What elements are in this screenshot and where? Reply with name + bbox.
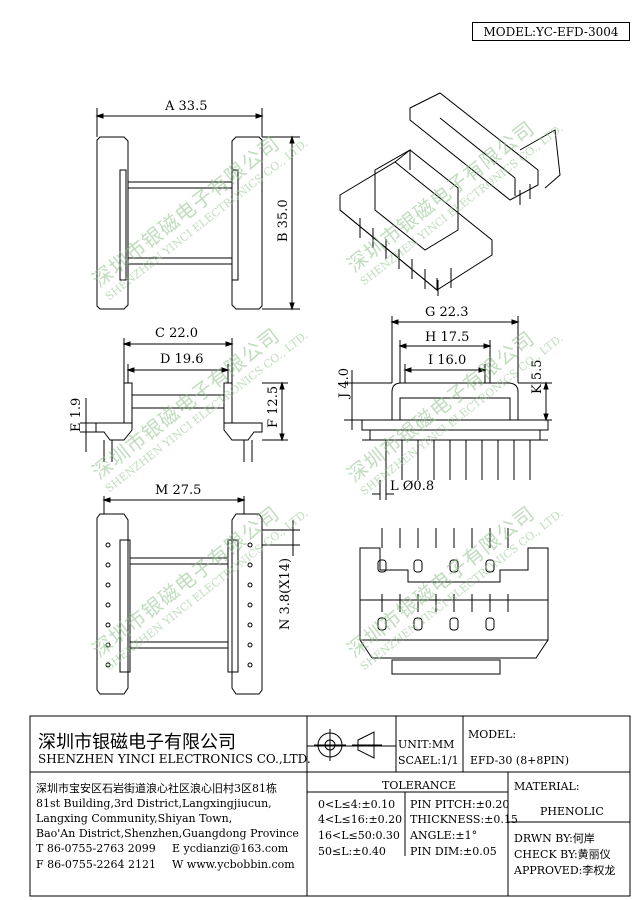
address-en-1: 81st Building,3rd District,Langxingjiucu… [36, 797, 272, 810]
address-en-2: Langxing Community,Shiyan Town, [36, 812, 233, 825]
dim-n: N 3.8(X14) [278, 558, 293, 630]
email: E ycdianzi@163.com [172, 842, 289, 855]
dim-a: A 33.5 [164, 99, 207, 114]
bottom-isometric-view [359, 528, 549, 675]
model-value: EFD-30 (8+8PIN) [470, 754, 570, 767]
model-heading: MODEL: [468, 728, 517, 741]
title-block-frame [29, 715, 631, 897]
material-value: PHENOLIC [540, 805, 604, 818]
check-by: CHECK BY:黄丽仪 [514, 848, 611, 861]
front-view: C 22.0 D 19.6 E 1.9 F 12.5 [69, 326, 288, 462]
pin-dim: PIN DIM:±0.05 [410, 845, 497, 858]
address-cn: 深圳市宝安区石岩街道浪心社区浪心旧村3区81栋 [36, 782, 277, 795]
material-heading: MATERIAL: [514, 780, 580, 793]
scale: SCAEL:1/1 [398, 754, 459, 767]
approved-by: APPROVED:李权龙 [514, 864, 616, 877]
tel: T 86-0755-2763 2099 [36, 842, 156, 855]
website: W www.ycbobbin.com [172, 858, 295, 871]
thickness: THICKNESS:±0.15 [410, 813, 518, 826]
drawn-by: DRWN BY:何岸 [514, 832, 595, 845]
tolerance-2: 4<L≤16:±0.20 [318, 813, 403, 826]
model-label: MODEL:YC-EFD-3004 [472, 22, 630, 41]
dim-d: D 19.6 [160, 352, 204, 367]
company-name-cn: 深圳市银磁电子有限公司 [38, 732, 236, 753]
tolerance-3: 16<L≤50:0.30 [318, 829, 400, 842]
unit: UNIT:MM [398, 738, 455, 751]
dim-b: B 35.0 [276, 199, 291, 242]
dim-e: E 1.9 [69, 398, 84, 432]
pin-pitch: PIN PITCH:±0.20 [410, 798, 510, 811]
dim-c: C 22.0 [155, 326, 198, 341]
side-view: G 22.3 H 17.5 I 16.0 J 4.0 K 5.5 L Ø0.8 [337, 305, 552, 500]
top-view: A 33.5 B 35.0 [95, 99, 300, 311]
dim-f: F 12.5 [266, 386, 281, 428]
angle: ANGLE:±1° [410, 829, 478, 842]
company-name-en: SHENZHEN YINCI ELECTRONICS CO.,LTD. [38, 752, 311, 766]
dim-h: H 17.5 [425, 330, 469, 345]
dim-i: I 16.0 [428, 353, 466, 368]
tolerance-4: 50≤L:±0.40 [318, 845, 386, 858]
address-en-3: Bao'An District,Shenzhen,Guangdong Provi… [36, 827, 299, 840]
bottom-view: M 27.5 N 3.8(X14) [96, 483, 300, 695]
fax: F 86-0755-2264 2121 [36, 858, 157, 871]
dim-m: M 27.5 [155, 483, 201, 498]
dim-l: L Ø0.8 [390, 479, 434, 494]
tolerance-heading: TOLERANCE [382, 779, 456, 792]
technical-drawing: A 33.5 B 35.0 C 22.0 D 19.6 [69, 92, 561, 695]
isometric-view [339, 92, 561, 296]
tolerance-1: 0<L≤4:±0.10 [318, 798, 396, 811]
dim-k: K 5.5 [530, 359, 545, 394]
dim-g: G 22.3 [425, 305, 468, 320]
dim-j: J 4.0 [337, 368, 352, 400]
